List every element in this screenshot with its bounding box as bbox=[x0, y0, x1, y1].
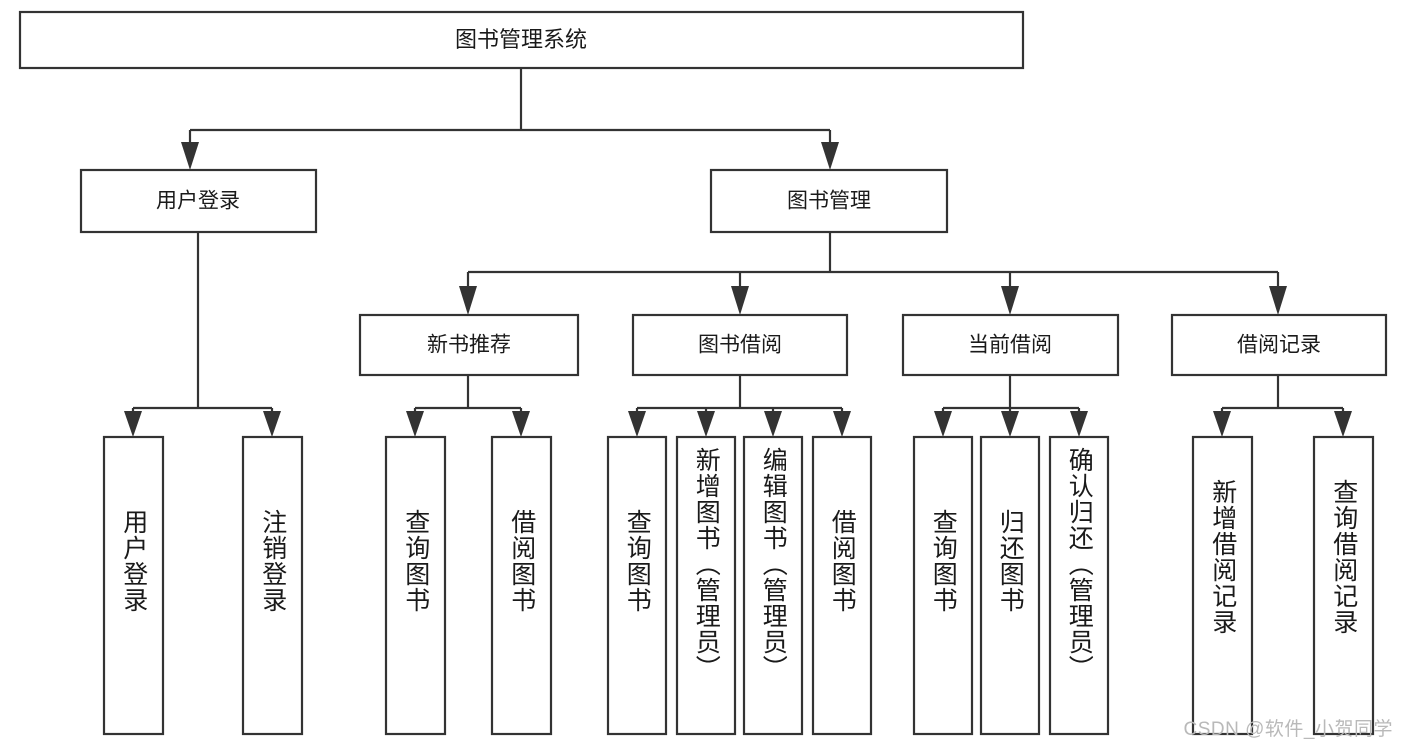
node-book-management[interactable]: 图书管理 bbox=[709, 168, 949, 234]
node-leaf-user-login[interactable] bbox=[102, 435, 165, 736]
node-leaf-return-book[interactable] bbox=[979, 435, 1041, 736]
node-borrow-record[interactable]: 借阅记录 bbox=[1170, 313, 1388, 377]
node-leaf-query-book-2[interactable] bbox=[606, 435, 668, 736]
node-leaf-add-book-box bbox=[675, 435, 737, 736]
node-leaf-query-record[interactable] bbox=[1312, 435, 1375, 736]
node-borrow-record-label: 借阅记录 bbox=[1237, 334, 1321, 357]
node-leaf-borrow-book-1-box bbox=[490, 435, 553, 736]
arrow-head-leaf-borrow-book-2 bbox=[833, 411, 851, 437]
connector-newbook-to-leaves bbox=[406, 375, 530, 437]
node-leaf-edit-book[interactable] bbox=[742, 435, 804, 736]
node-leaf-query-book-3[interactable] bbox=[912, 435, 974, 736]
node-leaf-return-book-box bbox=[979, 435, 1041, 736]
node-leaf-user-login-box bbox=[102, 435, 165, 736]
node-leaf-confirm-return[interactable] bbox=[1048, 435, 1110, 736]
arrow-head-new-book-recommend bbox=[459, 286, 477, 315]
node-leaf-add-record[interactable] bbox=[1191, 435, 1254, 736]
node-leaf-add-record-box bbox=[1191, 435, 1254, 736]
node-leaf-borrow-book-1[interactable] bbox=[490, 435, 553, 736]
node-leaf-query-record-box bbox=[1312, 435, 1375, 736]
arrow-head-book-borrow bbox=[731, 286, 749, 315]
arrow-head-leaf-add-book bbox=[697, 411, 715, 437]
node-leaf-logout-login-box bbox=[241, 435, 304, 736]
connector-userlogin-to-leaves bbox=[124, 232, 281, 437]
node-leaf-edit-book-box bbox=[742, 435, 804, 736]
connector-root-to-level1 bbox=[181, 68, 839, 170]
arrow-head-user-login bbox=[181, 142, 199, 170]
arrow-head-leaf-borrow-book-1 bbox=[512, 411, 530, 437]
node-current-borrow-box bbox=[901, 313, 1120, 377]
csdn-watermark: CSDN @软件_小贺同学 bbox=[1183, 719, 1393, 740]
node-user-login-box bbox=[79, 168, 318, 234]
arrow-head-leaf-confirm-return bbox=[1070, 411, 1088, 437]
arrow-head-leaf-edit-book bbox=[764, 411, 782, 437]
node-leaf-query-book-3-box bbox=[912, 435, 974, 736]
arrow-head-current-borrow bbox=[1001, 286, 1019, 315]
connector-currentborrow-to-leaves bbox=[934, 375, 1088, 437]
node-current-borrow-label: 当前借阅 bbox=[968, 334, 1052, 357]
node-borrow-record-box bbox=[1170, 313, 1388, 377]
node-current-borrow[interactable]: 当前借阅 bbox=[901, 313, 1120, 377]
node-new-book-recommend-label: 新书推荐 bbox=[427, 334, 511, 357]
node-book-management-label: 图书管理 bbox=[787, 190, 871, 213]
node-leaf-borrow-book-2-box bbox=[811, 435, 873, 736]
node-book-borrow[interactable]: 图书借阅 bbox=[631, 313, 849, 377]
arrow-head-leaf-logout-login bbox=[263, 411, 281, 437]
arrow-head-leaf-user-login bbox=[124, 411, 142, 437]
node-leaf-confirm-return-box bbox=[1048, 435, 1110, 736]
node-user-login-label: 用户登录 bbox=[156, 190, 240, 213]
arrow-head-leaf-query-book-3 bbox=[934, 411, 952, 437]
node-book-borrow-label: 图书借阅 bbox=[698, 334, 782, 357]
node-leaf-logout-login[interactable] bbox=[241, 435, 304, 736]
node-leaf-query-book-2-box bbox=[606, 435, 668, 736]
node-new-book-recommend-box bbox=[358, 313, 580, 377]
arrow-head-book-management bbox=[821, 142, 839, 170]
arrow-head-leaf-return-book bbox=[1001, 411, 1019, 437]
arrow-head-leaf-query-book-1 bbox=[406, 411, 424, 437]
node-root[interactable]: 图书管理系统 bbox=[18, 10, 1025, 70]
arrow-head-borrow-record bbox=[1269, 286, 1287, 315]
arrow-head-leaf-query-record bbox=[1334, 411, 1352, 437]
arrow-head-leaf-add-record bbox=[1213, 411, 1231, 437]
node-root-label: 图书管理系统 bbox=[455, 27, 587, 52]
connector-bookmgmt-to-level2 bbox=[459, 232, 1287, 315]
arrow-head-leaf-query-book-2 bbox=[628, 411, 646, 437]
connector-borrowrecord-to-leaves bbox=[1213, 375, 1352, 437]
node-user-login[interactable]: 用户登录 bbox=[79, 168, 318, 234]
node-leaf-query-book-1-box bbox=[384, 435, 447, 736]
connector-bookborrow-to-leaves bbox=[628, 375, 851, 437]
node-root-box bbox=[18, 10, 1025, 70]
node-book-management-box bbox=[709, 168, 949, 234]
node-leaf-query-book-1[interactable] bbox=[384, 435, 447, 736]
node-new-book-recommend[interactable]: 新书推荐 bbox=[358, 313, 580, 377]
node-leaf-add-book[interactable] bbox=[675, 435, 737, 736]
node-book-borrow-box bbox=[631, 313, 849, 377]
node-leaf-borrow-book-2[interactable] bbox=[811, 435, 873, 736]
